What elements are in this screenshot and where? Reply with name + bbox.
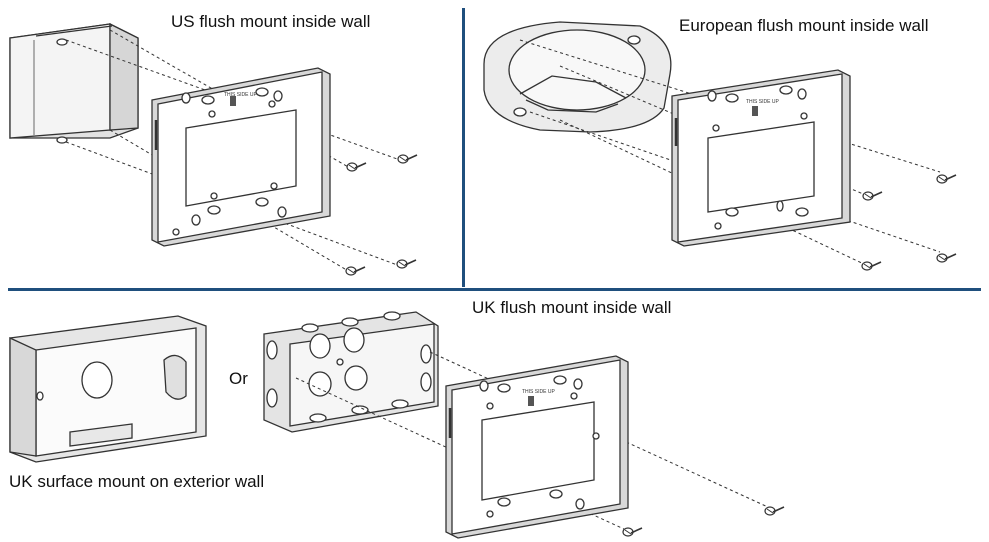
european-flush-mount-label: European flush mount inside wall [679, 16, 929, 35]
european-flush-mount-figure [484, 22, 957, 271]
us-flush-mount-figure [10, 24, 418, 276]
us-screws [345, 154, 418, 276]
uk-plate-marking: THIS SIDE UP [522, 389, 555, 395]
european-wall-plate [672, 70, 850, 246]
us-wall-plate [152, 68, 330, 246]
uk-flush-mount-figure [264, 312, 785, 538]
european-screws [861, 174, 957, 271]
uk-metal-back-box [264, 312, 438, 432]
vertical-divider [462, 8, 465, 287]
us-plate-marking: THIS SIDE UP [224, 92, 257, 98]
uk-flush-mount-label: UK flush mount inside wall [472, 298, 672, 317]
uk-surface-mount-label: UK surface mount on exterior wall [9, 472, 265, 491]
uk-wall-plate [446, 356, 628, 538]
european-back-box [484, 22, 671, 132]
european-plate-marking: THIS SIDE UP [746, 99, 779, 105]
uk-screws [622, 506, 785, 537]
us-flush-mount-label: US flush mount inside wall [171, 12, 371, 31]
horizontal-divider [8, 288, 981, 291]
uk-surface-mount-box [10, 316, 206, 462]
or-label: Or [229, 369, 248, 388]
us-back-box [10, 24, 138, 143]
